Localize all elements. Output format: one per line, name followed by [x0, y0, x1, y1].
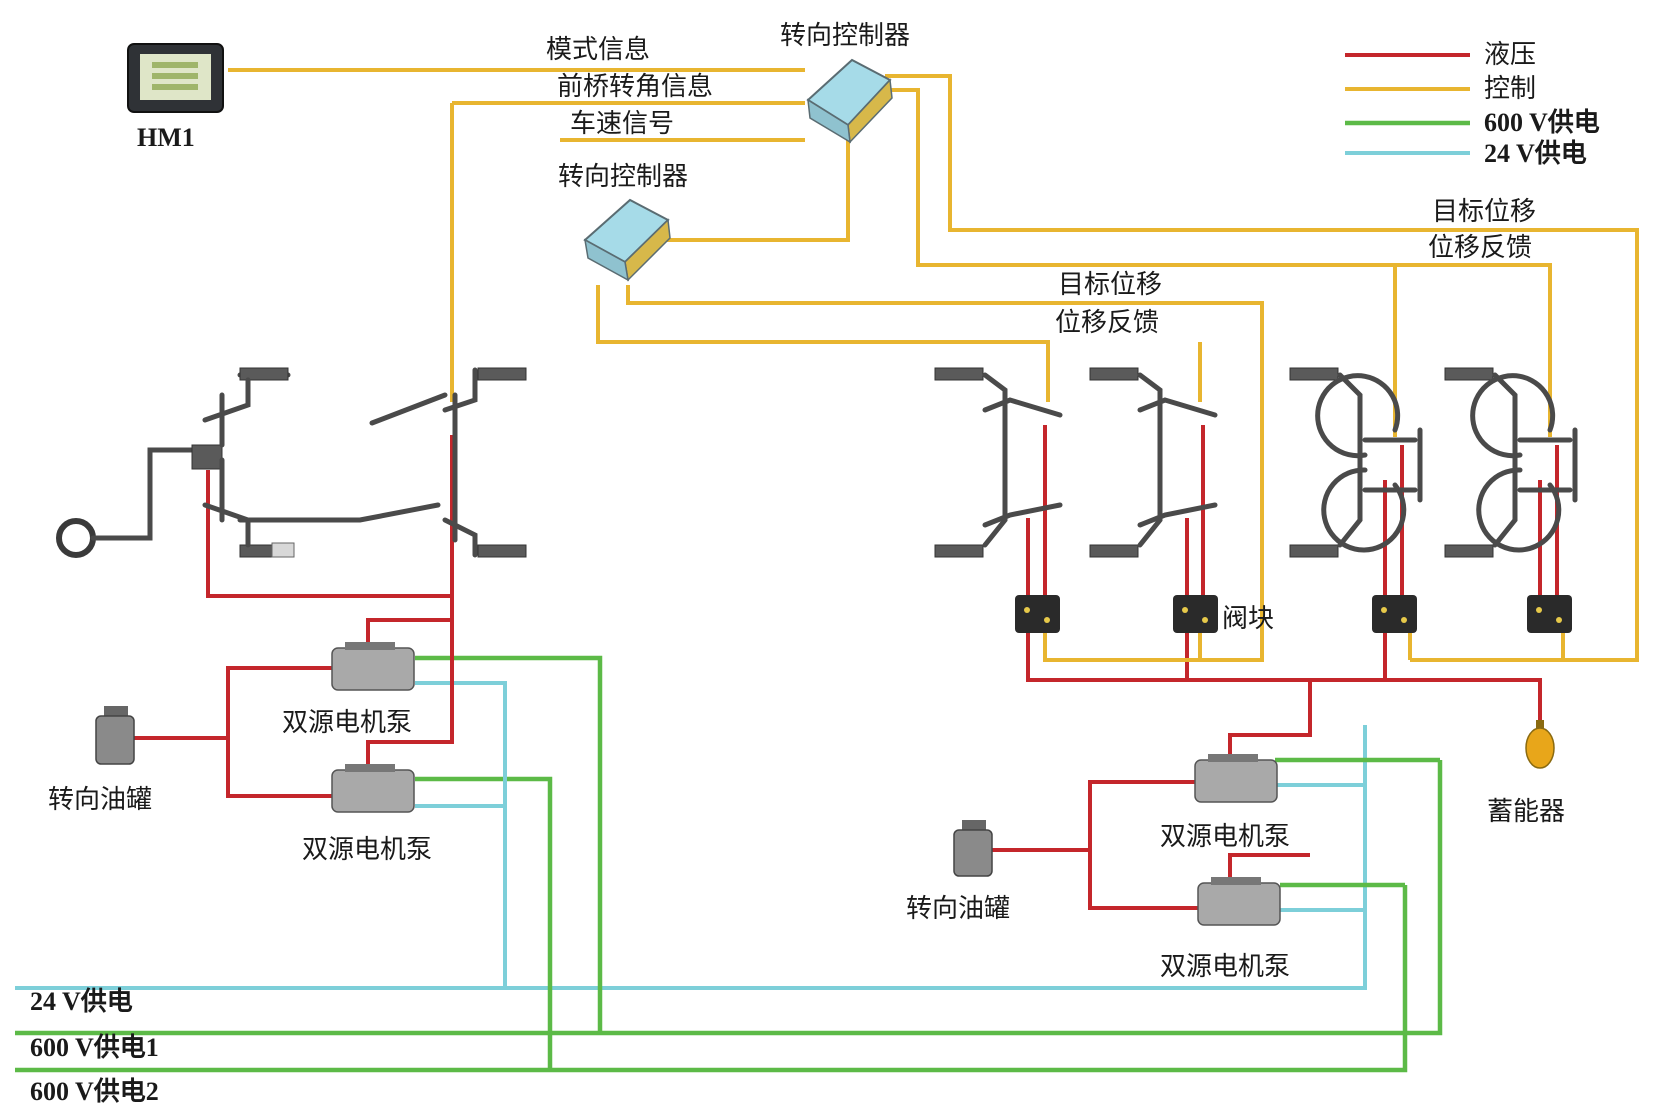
legend-control-label: 控制: [1484, 74, 1536, 104]
valve-block-icon: [1015, 595, 1060, 633]
rear-axle-2: [1444, 367, 1578, 558]
front-axle-linkage: [56, 367, 527, 558]
bus-600v-2-label: 600 V供电2: [30, 1077, 159, 1106]
motor-pump-icon: [331, 642, 415, 691]
steering-wheel-icon: [56, 518, 96, 558]
accumulator-icon: [1525, 720, 1555, 769]
motor-pump-icon: [1197, 877, 1281, 926]
valve-block-icon: [1173, 595, 1218, 633]
legend-24v-label: 24 V供电: [1484, 139, 1587, 168]
steering-controller-1-label: 转向控制器: [780, 21, 910, 51]
target-disp-2-label: 目标位移: [1432, 197, 1536, 227]
legend: 液压 控制 600 V供电 24 V供电: [1345, 40, 1600, 168]
middle-axle-1: [934, 367, 1063, 558]
legend-600v-label: 600 V供电: [1484, 108, 1600, 137]
oil-tank-right-icon: [953, 820, 993, 877]
motor-pump-4-label: 双源电机泵: [1160, 952, 1290, 982]
hmi-display-icon: [127, 43, 224, 113]
motor-pump-icon: [331, 764, 415, 813]
bus-24v-line: [15, 725, 1367, 990]
motor-pump-icon: [1194, 754, 1278, 803]
front-axle-angle-label: 前桥转角信息: [557, 72, 713, 102]
speed-signal-label: 车速信号: [570, 109, 674, 139]
motor-pump-3-label: 双源电机泵: [1160, 822, 1290, 852]
valve-block-label: 阀块: [1222, 604, 1274, 634]
steering-controller-2-label: 转向控制器: [558, 162, 688, 192]
target-disp-1-label: 目标位移: [1058, 270, 1162, 300]
power-buses: 24 V供电 600 V供电1 600 V供电2: [15, 725, 1443, 1106]
oil-tank-left-icon: [95, 706, 135, 765]
oil-tank-left-label: 转向油罐: [48, 785, 152, 815]
bus-600v-1-label: 600 V供电1: [30, 1033, 159, 1062]
motor-pump-2-label: 双源电机泵: [302, 835, 432, 865]
motor-pump-1-label: 双源电机泵: [282, 708, 412, 738]
mode-info-label: 模式信息: [546, 35, 650, 65]
bus-24v-label: 24 V供电: [30, 987, 133, 1016]
legend-hydraulic-label: 液压: [1484, 40, 1536, 70]
steering-controller-1-icon: [806, 58, 893, 144]
rear-axle-1: [1289, 367, 1423, 558]
accumulator-label: 蓄能器: [1487, 797, 1565, 827]
steering-controller-2-icon: [583, 198, 671, 282]
control-wiring: [228, 68, 1639, 662]
disp-feedback-1-label: 位移反馈: [1055, 308, 1159, 338]
oil-tank-right-label: 转向油罐: [906, 894, 1010, 924]
valve-block-icon: [1372, 595, 1417, 633]
hmi-label: HM1: [137, 123, 195, 152]
bus-600v-1-line: [15, 760, 1443, 1036]
bus-600v-2-line: [15, 885, 1408, 1073]
left-pump-wiring: [128, 435, 603, 1070]
disp-feedback-2-label: 位移反馈: [1428, 233, 1532, 263]
valve-block-icon: [1527, 595, 1572, 633]
right-pump-wiring: [990, 632, 1542, 912]
middle-axle-2: [1089, 367, 1218, 558]
